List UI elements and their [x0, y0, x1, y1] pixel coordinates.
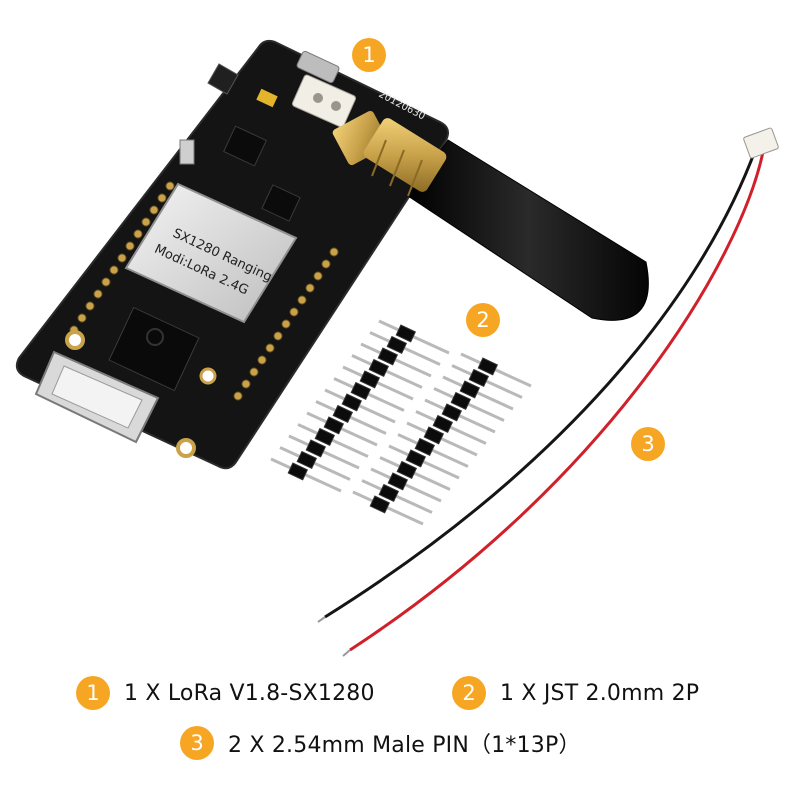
legend-text-2: 1 X JST 2.0mm 2P [500, 680, 700, 706]
header-plastic [468, 368, 490, 387]
pin-header-left [270, 319, 450, 493]
pin-holes-right [233, 247, 339, 401]
header-pin [270, 457, 342, 493]
header-pin [279, 446, 351, 481]
wire-black [324, 147, 758, 619]
chip [261, 184, 301, 222]
header-plastic [395, 324, 417, 343]
reset-button [179, 139, 195, 165]
power-switch [207, 63, 239, 95]
header-plastic [350, 381, 372, 400]
header-plastic [378, 483, 400, 502]
header-plastic [441, 403, 463, 422]
header-pin [442, 375, 514, 411]
jst-plug [743, 127, 779, 159]
header-pin [361, 479, 433, 514]
header-plastic [405, 449, 427, 468]
header-plastic [387, 472, 409, 491]
header-plastic [296, 450, 318, 469]
callout-badge-1: 1 [352, 38, 386, 72]
header-plastic [432, 414, 454, 433]
header-pin [451, 364, 523, 399]
header-pin [324, 388, 396, 424]
sx1280-module: SX1280 Ranging Modi:LoRa 2.4G [124, 182, 298, 324]
header-pin [460, 352, 532, 388]
header-plastic [287, 462, 309, 481]
antenna [332, 110, 649, 321]
header-pin [333, 377, 405, 412]
header-plastic [386, 335, 408, 354]
jst-socket [291, 74, 357, 128]
yellow-component [256, 88, 278, 108]
header-plastic [459, 380, 481, 399]
legend-item-2: 2 1 X JST 2.0mm 2P [452, 676, 699, 710]
jst-cable [317, 127, 779, 657]
header-pin [369, 331, 441, 366]
header-plastic [323, 416, 345, 435]
header-pin [424, 398, 496, 434]
header-plastic [423, 426, 445, 445]
header-pin [378, 319, 450, 355]
callout-badge-2: 2 [466, 303, 500, 337]
header-plastic [477, 357, 499, 376]
header-pin [360, 342, 432, 378]
header-plastic [377, 347, 399, 366]
sma-connector [332, 110, 447, 197]
pin-header-right [352, 352, 532, 526]
esp32-chip [108, 306, 200, 392]
mounting-hole [176, 438, 196, 458]
header-plastic [341, 393, 363, 412]
header-pin [415, 410, 487, 445]
mounting-hole [65, 330, 85, 350]
legend-badge-1: 1 [76, 676, 110, 710]
header-pin [288, 434, 360, 470]
legend-item-1: 1 1 X LoRa V1.8-SX1280 [76, 676, 375, 710]
header-pin [351, 354, 423, 389]
header-pin [352, 490, 424, 526]
wire-red [349, 151, 765, 652]
chip [223, 125, 267, 167]
header-pin [406, 421, 478, 457]
header-plastic [450, 391, 472, 410]
header-pin [433, 387, 505, 422]
header-pin [397, 433, 469, 468]
header-pin [342, 365, 414, 401]
header-pin [306, 411, 378, 447]
header-pin [379, 456, 451, 491]
header-pin [297, 423, 369, 458]
header-plastic [368, 358, 390, 377]
header-plastic [369, 495, 391, 514]
mounting-hole [199, 367, 217, 385]
header-pin [315, 400, 387, 435]
callout-badge-3: 3 [631, 427, 665, 461]
antenna-body [407, 139, 649, 321]
header-plastic [396, 460, 418, 479]
legend-badge-2: 2 [452, 676, 486, 710]
legend-badge-3: 3 [180, 726, 214, 760]
header-pin [370, 467, 442, 503]
header-plastic [359, 370, 381, 389]
header-plastic [414, 437, 436, 456]
usb-port [296, 50, 340, 84]
header-plastic [332, 404, 354, 423]
legend-text-1: 1 X LoRa V1.8-SX1280 [124, 680, 375, 706]
header-pin [388, 444, 460, 480]
legend-text-3: 2 X 2.54mm Male PIN（1*13P） [228, 733, 581, 758]
sd-card-slot [34, 350, 160, 444]
lora-board: SX1280 Ranging Modi:LoRa 2.4G [15, 39, 449, 470]
header-plastic [314, 427, 336, 446]
header-plastic [305, 439, 327, 458]
legend-item-3: 3 2 X 2.54mm Male PIN（1*13P） [180, 726, 581, 760]
